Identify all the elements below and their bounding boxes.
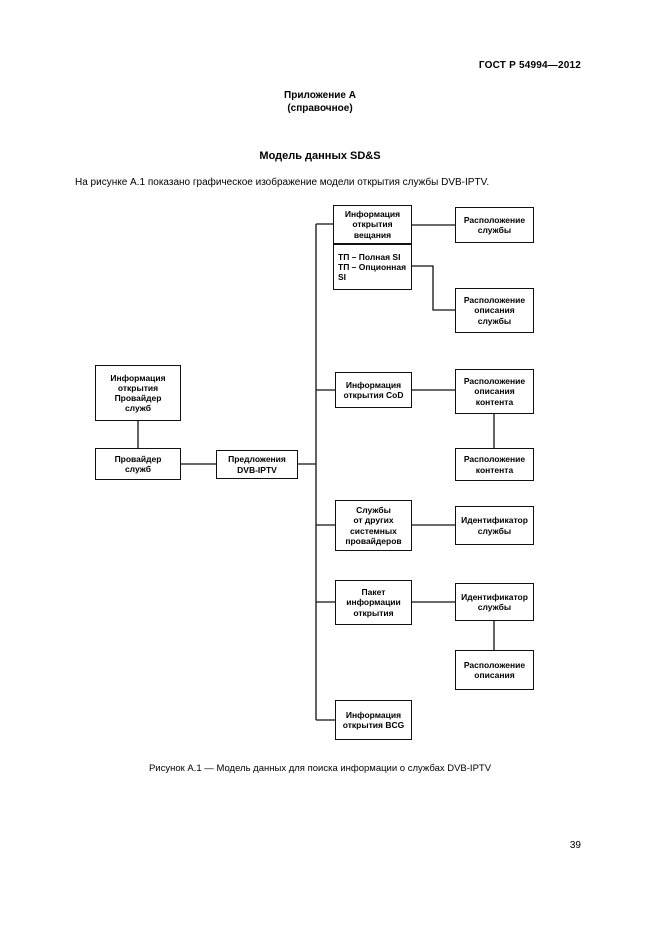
diagram-box-cod-discovery: Информация открытия CoD: [335, 372, 412, 408]
annex-title: Приложение А: [284, 90, 356, 101]
diagram-box-broadcast-discovery: Информация открытия вещания: [333, 205, 412, 244]
page-number: 39: [569, 840, 581, 851]
connector-tpsi-servicedesclocation: [412, 265, 455, 311]
diagram-box-provider: Провайдер служб: [95, 448, 181, 480]
diagram-box-description-location: Расположение описания: [455, 650, 534, 690]
diagram-box-dvb-iptv-offerings: Предложения DVB-IPTV: [216, 450, 298, 479]
diagram-box-content-location: Расположение контента: [455, 448, 534, 481]
intro-paragraph: На рисунке А.1 показано графическое изоб…: [75, 177, 490, 188]
diagram-box-content-description-location: Расположение описания контента: [455, 369, 534, 414]
diagram-box-discovery-package: Пакет информации открытия: [335, 580, 412, 625]
diagram-box-service-identifier-2: Идентификатор службы: [455, 583, 534, 621]
diagram-box-other-providers-services: Службы от других системных провайдеров: [335, 500, 412, 551]
diagram-box-info-provider: Информация открытия Провайдер служб: [95, 365, 181, 421]
diagram-box-service-identifier-1: Идентификатор службы: [455, 506, 534, 545]
diagram-box-tp-si: ТП – Полная SI ТП – Опционная SI: [333, 244, 412, 290]
diagram-box-service-description-location: Расположение описания службы: [455, 288, 534, 333]
diagram-box-bcg-discovery: Информация открытия BCG: [335, 700, 412, 740]
figure-caption: Рисунок А.1 — Модель данных для поиска и…: [148, 763, 492, 774]
annex-subtitle: (справочное): [287, 103, 353, 114]
section-title: Модель данных SD&S: [259, 150, 381, 162]
document-number: ГОСТ Р 54994—2012: [478, 60, 581, 71]
diagram-box-service-location: Расположение службы: [455, 207, 534, 243]
